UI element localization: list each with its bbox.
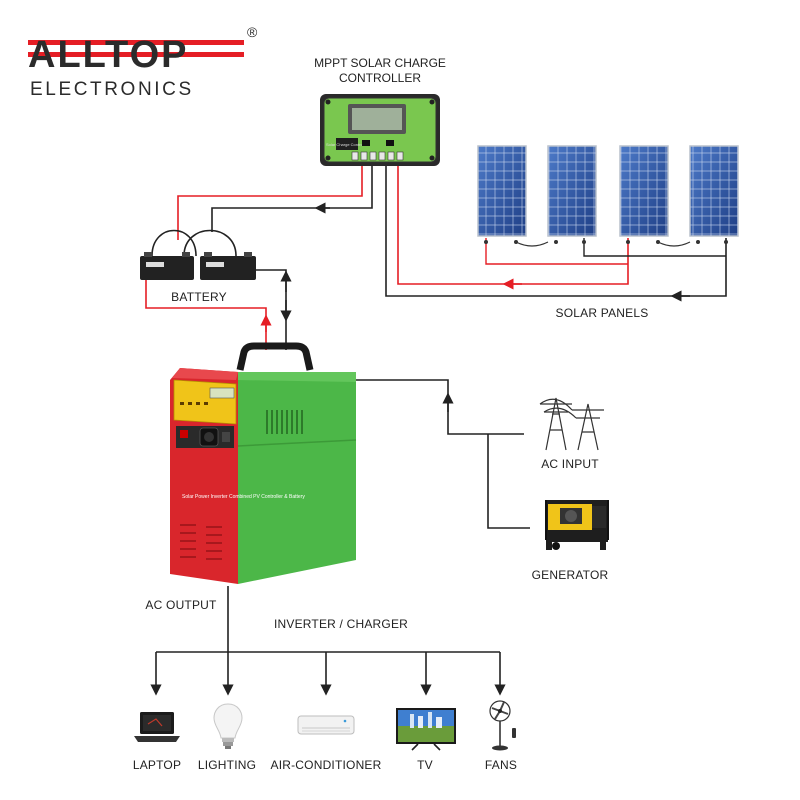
load-label-fans: FANS	[484, 758, 518, 772]
wire-battery-inverter-positive	[145, 278, 267, 350]
battery-icon	[140, 229, 256, 280]
controller-title: MPPT SOLAR CHARGE CONTROLLER	[314, 56, 446, 86]
wiring	[145, 165, 727, 696]
load-label-laptop: LAPTOP	[132, 758, 182, 772]
logo-stripe-mid	[28, 52, 244, 57]
power-pylon-icon	[539, 397, 604, 451]
tv-icon	[396, 708, 456, 751]
laptop-icon	[134, 712, 180, 742]
generator-icon	[545, 500, 609, 550]
load-label-lighting: LIGHTING	[197, 758, 257, 772]
solar-panels-label: SOLAR PANELS	[555, 306, 649, 320]
wire-generator	[487, 434, 530, 529]
controller-title-line1: MPPT SOLAR CHARGE	[314, 56, 446, 70]
generator-label: GENERATOR	[531, 568, 609, 582]
air-conditioner-icon	[297, 715, 355, 735]
wire-ac-input	[356, 379, 524, 435]
light-bulb-icon	[213, 703, 243, 749]
charge-controller-icon: Solar Charge Controller	[320, 94, 440, 166]
wire-panel-series-negative	[583, 238, 726, 257]
fan-icon	[489, 700, 516, 751]
load-label-tv: TV	[417, 758, 433, 772]
brand-logo: ALLTOP	[28, 34, 189, 76]
ac-input-label: AC INPUT	[541, 457, 599, 471]
load-label-air-conditioner: AIR-CONDITIONER	[270, 758, 382, 772]
wire-controller-battery-negative	[211, 165, 373, 232]
controller-title-line2: CONTROLLER	[338, 71, 421, 85]
solar-panel-2	[547, 145, 597, 244]
inverter-device-text: Solar Power Inverter Combined PV Control…	[182, 494, 305, 500]
ac-output-label: AC OUTPUT	[145, 598, 217, 612]
wire-controller-battery-positive	[177, 165, 363, 240]
solar-panels-icon	[477, 145, 739, 247]
inverter-charger-icon: Solar Power Inverter Combined PV Control…	[170, 342, 357, 584]
solar-panel-4	[689, 145, 739, 244]
controller-device-text: Solar Charge Controller	[326, 142, 369, 147]
registered-mark: ®	[247, 24, 258, 40]
battery-label: BATTERY	[171, 290, 227, 304]
logo-stripe-top	[28, 40, 244, 45]
brand-subtitle: ELECTRONICS	[30, 79, 194, 100]
inverter-charger-label: INVERTER / CHARGER	[273, 617, 409, 631]
wire-battery-inverter-negative	[256, 269, 287, 350]
solar-panel-1	[477, 145, 527, 244]
solar-panel-3	[619, 145, 669, 244]
wire-panels-negative	[385, 165, 727, 297]
wire-panel-series-positive	[485, 238, 628, 265]
